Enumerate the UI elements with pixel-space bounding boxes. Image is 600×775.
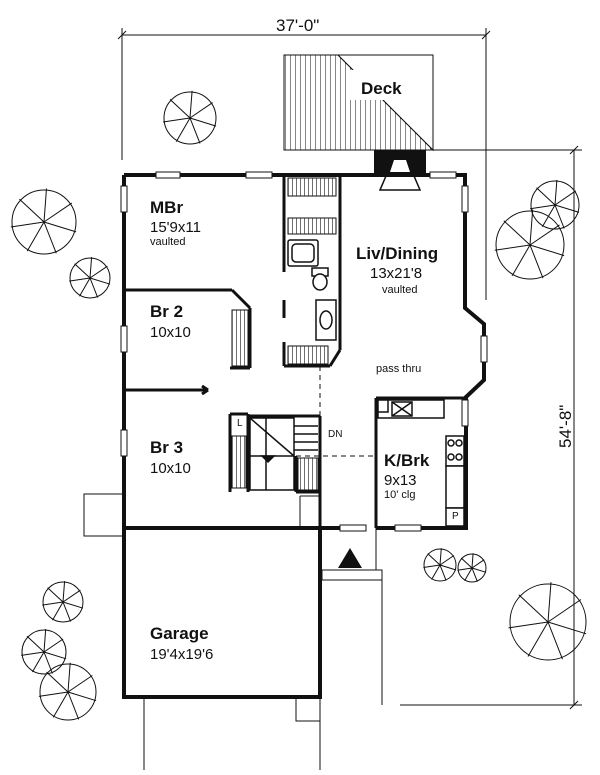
liv-dining-label: Liv/Dining (356, 244, 439, 263)
garage-extras (83, 493, 321, 770)
width-dimension-line (117, 28, 491, 300)
windows (120, 171, 488, 532)
tree-symbol (494, 209, 565, 280)
mbr-note: vaulted (150, 236, 186, 248)
br3-size: 10x10 (150, 460, 191, 477)
tree-symbol (21, 628, 67, 675)
liv-dining-size: 13x21'8 (370, 265, 423, 282)
deck (283, 54, 435, 152)
garage-label: Garage (150, 624, 209, 643)
kitchen-size: 9x13 (384, 472, 417, 489)
bath-fixtures (287, 239, 337, 341)
depth-dimension-line (400, 145, 582, 710)
fireplace (374, 150, 426, 191)
garage-size: 19'4x19'6 (150, 646, 214, 663)
kitchen-note: 10' clg (384, 489, 416, 501)
closets (231, 177, 337, 491)
trees (10, 90, 587, 721)
linen-label: L (237, 418, 243, 429)
tree-symbol (69, 257, 111, 299)
liv-dining-note: vaulted (382, 284, 418, 296)
depth-dimension: 54'-8" (556, 404, 575, 448)
tree-symbol (38, 662, 97, 721)
tree-symbol (508, 582, 587, 661)
pantry-label: P (452, 511, 459, 522)
mbr-size: 15'9x11 (150, 219, 201, 236)
deck-label: Deck (361, 79, 402, 98)
br2-label: Br 2 (150, 302, 184, 321)
mbr-label: MBr (150, 198, 184, 217)
width-dimension: 37'-0" (276, 16, 320, 35)
tree-symbol (530, 179, 580, 230)
interior-walls (124, 175, 466, 528)
tree-symbol (162, 90, 217, 145)
tree-symbol (457, 553, 487, 583)
tree-symbol (10, 188, 77, 255)
entry (319, 528, 383, 705)
br2-size: 10x10 (150, 324, 191, 341)
kitchen (377, 399, 465, 527)
br3-label: Br 3 (150, 438, 184, 457)
tree-symbol (42, 581, 84, 623)
pass-thru-label: pass thru (376, 363, 422, 375)
kitchen-label: K/Brk (384, 451, 430, 470)
tree-symbol (423, 548, 457, 582)
stairs (249, 417, 318, 491)
stairs-down-label: DN (328, 429, 343, 440)
dashed-lines (296, 366, 376, 457)
